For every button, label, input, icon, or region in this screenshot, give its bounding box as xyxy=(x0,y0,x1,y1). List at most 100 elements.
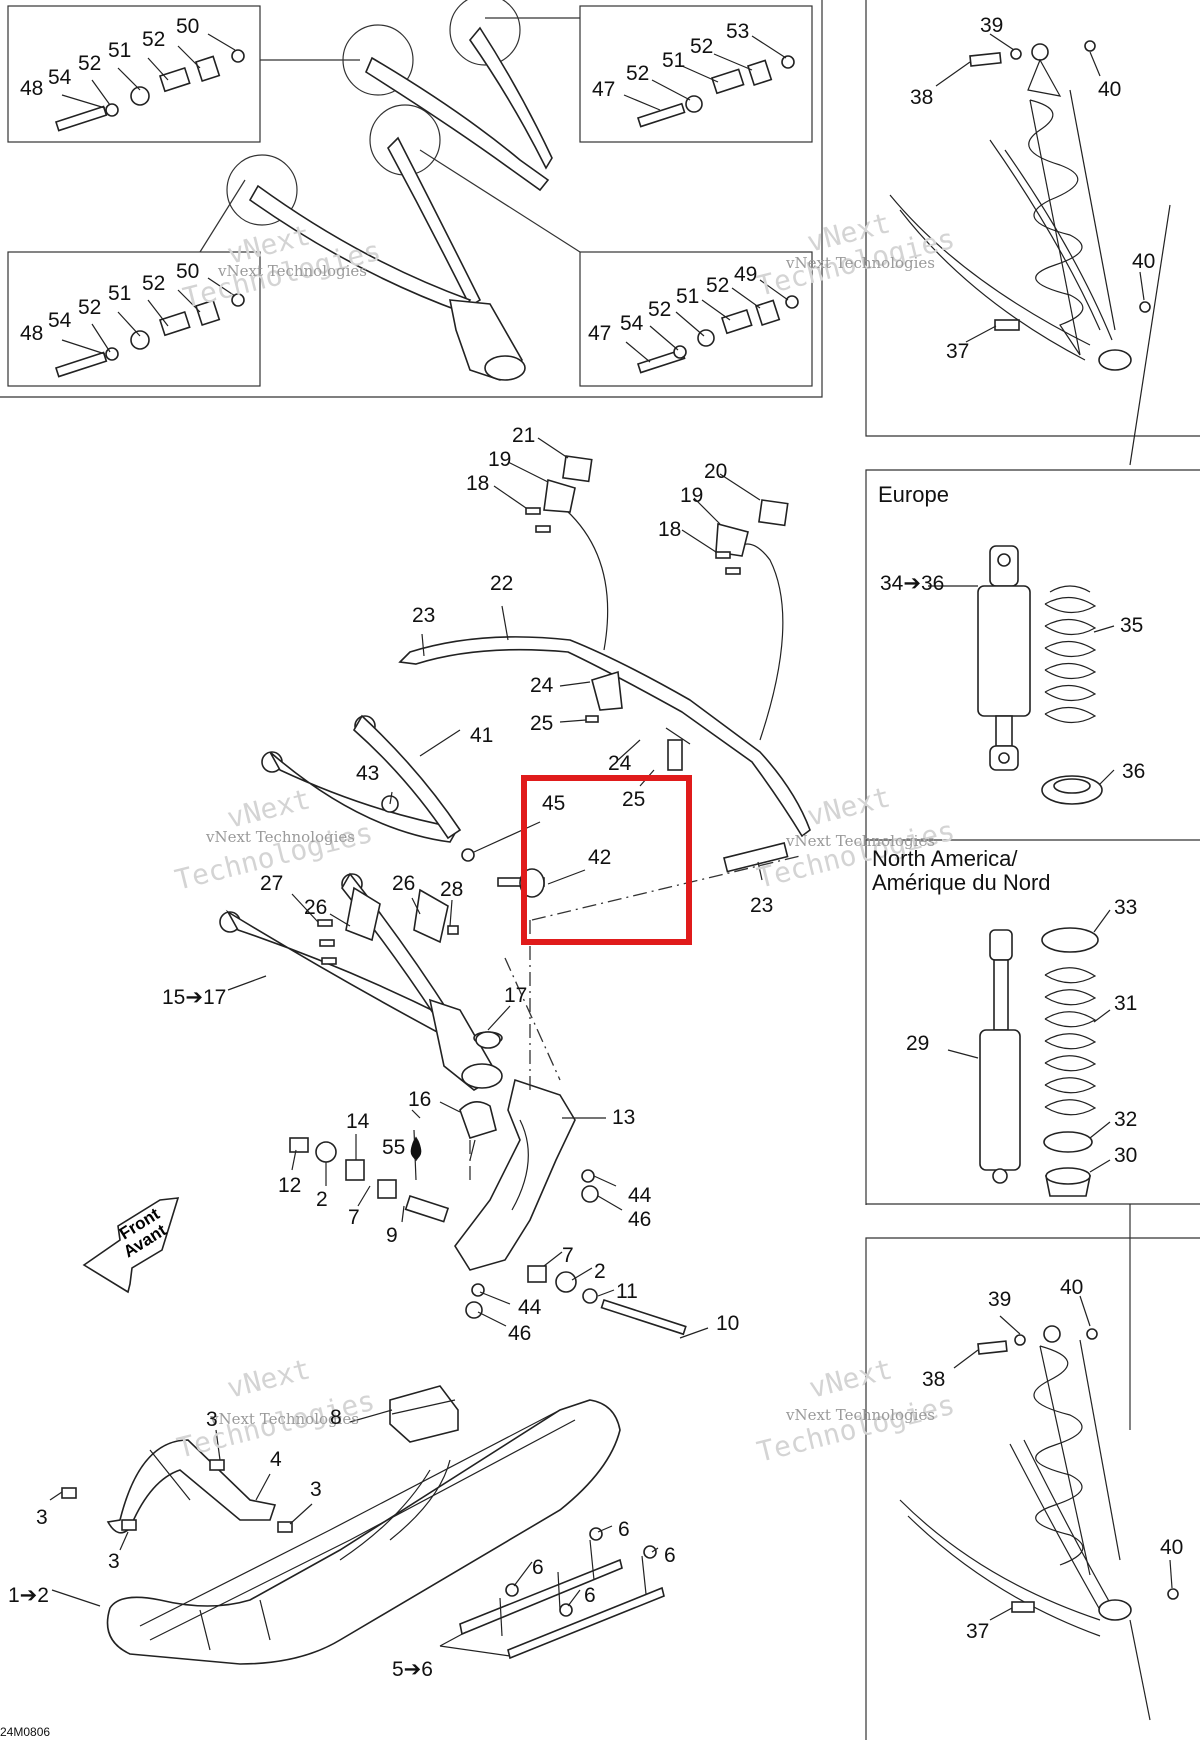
highlight-box xyxy=(521,775,692,945)
callout-c45: 23 xyxy=(750,894,773,917)
callout-c48: 26 xyxy=(392,872,415,895)
callout-c33: 19 xyxy=(680,484,703,507)
hardware-set-top-left xyxy=(54,49,245,132)
callout-c87: 1➔2 xyxy=(8,1584,49,1607)
callout-c35: 22 xyxy=(490,572,513,595)
hardware-set-lower-left xyxy=(54,293,245,378)
callout-c19: 54 xyxy=(620,312,644,335)
callout-c9: 51 xyxy=(662,49,685,72)
callout-c32: 20 xyxy=(704,460,727,483)
callout-c73: 29 xyxy=(906,1032,929,1055)
callout-c22: 52 xyxy=(706,274,729,297)
callout-c29: 21 xyxy=(512,424,535,447)
watermark-4a: vNext xyxy=(804,780,894,832)
callout-c70: 36 xyxy=(1122,760,1145,783)
callout-c67: 10 xyxy=(716,1312,739,1335)
callout-c50: 15➔17 xyxy=(162,986,226,1009)
callout-c62: 7 xyxy=(562,1244,574,1267)
front-direction-arrow: Front Avant xyxy=(82,1197,180,1294)
callout-c56: 12 xyxy=(278,1174,301,1197)
callout-c71: 33 xyxy=(1114,896,1137,919)
callout-c57: 2 xyxy=(316,1188,328,1211)
callout-c2: 54 xyxy=(48,66,72,89)
callout-c5: 52 xyxy=(142,28,165,51)
callout-c77: 40 xyxy=(1060,1276,1083,1299)
document-code: 24M0806 xyxy=(0,1725,50,1739)
callout-c17: 50 xyxy=(176,260,199,283)
callout-c21: 51 xyxy=(676,285,699,308)
callout-c79: 40 xyxy=(1160,1536,1183,1559)
callout-c10: 52 xyxy=(690,35,713,58)
callout-c37: 24 xyxy=(530,674,554,697)
callout-c60: 44 xyxy=(628,1184,652,1207)
callout-c16: 52 xyxy=(142,272,165,295)
callout-c12: 48 xyxy=(20,322,43,345)
callout-c86: 3 xyxy=(108,1550,120,1573)
grease-drop-icon xyxy=(410,1138,422,1159)
callout-c39: 41 xyxy=(470,724,493,747)
hardware-set-top-right xyxy=(636,55,795,128)
shock-assembly-bottom-right xyxy=(899,1325,1179,1721)
callout-c25: 38 xyxy=(910,86,933,109)
callout-c36: 23 xyxy=(412,604,435,627)
callout-c83: 4 xyxy=(270,1448,282,1471)
europe-shock-kit xyxy=(977,545,1103,805)
watermark-2c: vNext Technologies xyxy=(785,254,935,272)
callout-c59: 9 xyxy=(386,1224,398,1247)
watermark-3a: vNext xyxy=(224,782,314,834)
callout-c52: 16 xyxy=(408,1088,431,1111)
callout-c20: 52 xyxy=(648,298,671,321)
region-title-europe: Europe xyxy=(878,482,949,507)
callout-c84: 3 xyxy=(310,1478,322,1501)
callout-c8: 52 xyxy=(626,62,649,85)
callout-c18: 47 xyxy=(588,322,611,345)
callout-c38: 25 xyxy=(530,712,553,735)
callout-c1: 48 xyxy=(20,77,43,100)
callout-c91: 6 xyxy=(584,1584,596,1607)
callout-c26: 40 xyxy=(1098,78,1121,101)
callout-c40: 43 xyxy=(356,762,379,785)
callout-c92: 5➔6 xyxy=(392,1658,433,1681)
callout-c11: 53 xyxy=(726,20,749,43)
callout-c53: 13 xyxy=(612,1106,635,1129)
callout-c85: 3 xyxy=(36,1506,48,1529)
callout-c7: 47 xyxy=(592,78,615,101)
callout-c76: 39 xyxy=(988,1288,1011,1311)
shock-assembly-top-right xyxy=(889,40,1171,466)
sway-bar-assembly xyxy=(398,455,811,921)
callout-c58: 7 xyxy=(348,1206,360,1229)
watermark-6c: vNext Technologies xyxy=(785,1406,935,1424)
callout-c82: 8 xyxy=(330,1406,342,1429)
callout-c89: 6 xyxy=(664,1544,676,1567)
callout-c13: 54 xyxy=(48,309,72,332)
region-title-north-america: North America/ xyxy=(872,846,1018,871)
callout-c75: 30 xyxy=(1114,1144,1137,1167)
callout-c72: 31 xyxy=(1114,992,1137,1015)
hardware-set-lower-right xyxy=(636,295,799,374)
callout-c30: 19 xyxy=(488,448,511,471)
callout-c68: 34➔36 xyxy=(880,572,944,595)
watermark-3c: vNext Technologies xyxy=(205,828,355,846)
callout-c69: 35 xyxy=(1120,614,1143,637)
callout-c88: 6 xyxy=(618,1518,630,1541)
callout-c49: 28 xyxy=(440,878,463,901)
callout-c47: 26 xyxy=(304,896,327,919)
upper-a-arm-assembly xyxy=(226,0,553,381)
watermark-4c: vNext Technologies xyxy=(785,832,935,850)
callout-c28: 37 xyxy=(946,340,969,363)
callout-c90: 6 xyxy=(532,1556,544,1579)
callout-c31: 18 xyxy=(466,472,489,495)
callout-c4: 51 xyxy=(108,39,131,62)
callout-c61: 46 xyxy=(628,1208,651,1231)
callout-c63: 2 xyxy=(594,1260,606,1283)
callout-c80: 37 xyxy=(966,1620,989,1643)
callout-c43: 45 xyxy=(542,792,565,815)
callout-c66: 46 xyxy=(508,1322,531,1345)
callout-c74: 32 xyxy=(1114,1108,1137,1131)
callout-c3: 52 xyxy=(78,52,101,75)
callout-c65: 44 xyxy=(518,1296,542,1319)
callout-c41: 24 xyxy=(608,752,632,775)
callout-c46: 27 xyxy=(260,872,283,895)
